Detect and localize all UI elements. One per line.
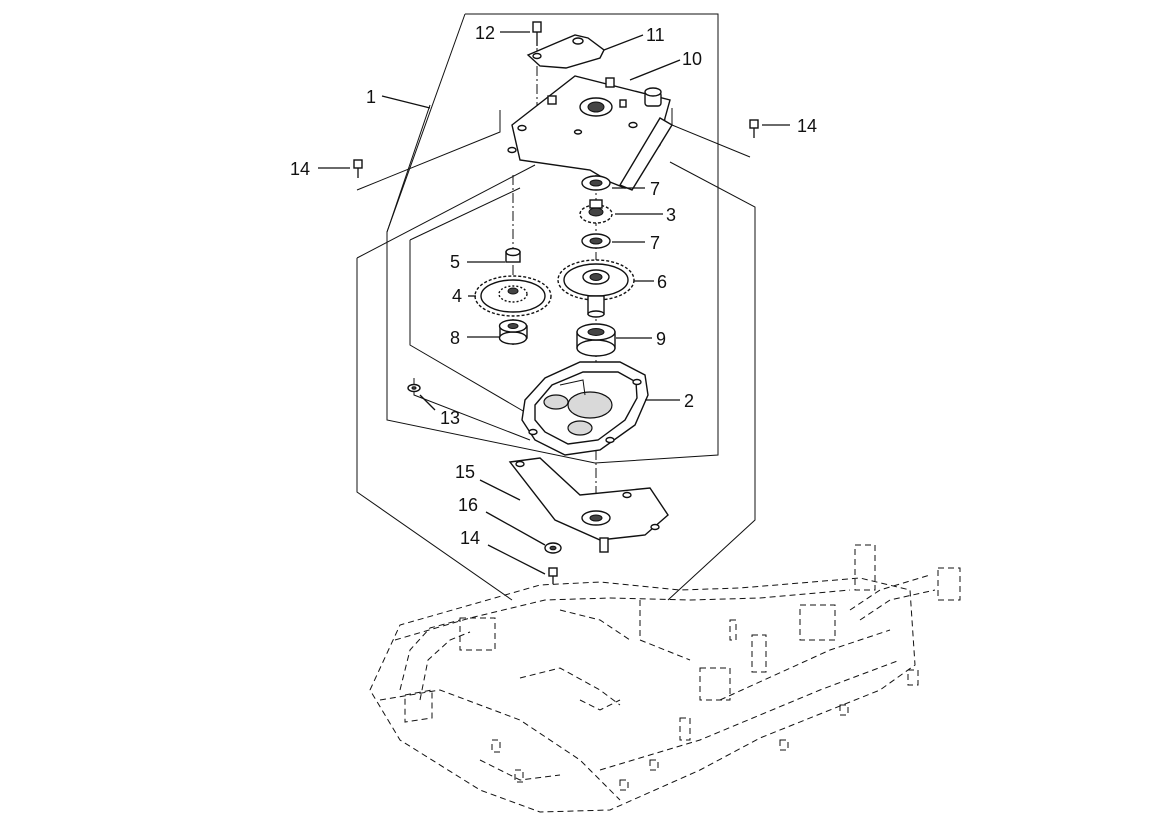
part-6-gear (557, 259, 635, 318)
part-4-gear (474, 275, 552, 317)
callout-10: 10 (682, 49, 702, 69)
callout-14-right: 14 (797, 116, 817, 136)
part-16-washer (544, 542, 562, 554)
part-3-small-sprocket (579, 199, 613, 224)
part-7-lower-washer (581, 233, 611, 249)
callout-7-lower: 7 (650, 233, 660, 253)
part-2-gear-housing (521, 361, 649, 456)
callout-3: 3 (666, 205, 676, 225)
callout-16: 16 (458, 495, 478, 515)
part-11-top-bracket (526, 34, 605, 69)
callout-9: 9 (656, 329, 666, 349)
callout-1: 1 (366, 87, 376, 107)
part-13-nut (407, 383, 421, 393)
callout-7-upper: 7 (650, 179, 660, 199)
part-12-bolt (532, 21, 542, 46)
part-5-bushing (505, 247, 521, 263)
callout-labels: 1 2 3 4 5 6 7 7 8 9 10 11 12 13 14 14 14… (290, 23, 817, 548)
callout-15: 15 (455, 462, 475, 482)
part-8-bearing (498, 319, 528, 345)
callout-13: 13 (440, 408, 460, 428)
callout-14-bottom: 14 (460, 528, 480, 548)
assembly-boundary-outline (386, 13, 719, 464)
callout-2: 2 (684, 391, 694, 411)
callout-4: 4 (452, 286, 462, 306)
part-10-cover-plate (507, 75, 673, 191)
callout-12: 12 (475, 23, 495, 43)
part-7-upper-washer (581, 175, 611, 191)
part-9-bearing (576, 323, 616, 357)
callout-8: 8 (450, 328, 460, 348)
callout-5: 5 (450, 252, 460, 272)
part-14-bolts (353, 119, 759, 584)
part-15-lower-bracket (508, 457, 669, 553)
assembly-guide-lines (356, 108, 756, 601)
callout-11: 11 (646, 25, 665, 45)
leader-lines (318, 31, 790, 575)
callout-14-left: 14 (290, 159, 310, 179)
callout-6: 6 (657, 272, 667, 292)
mower-frame-phantom (369, 544, 961, 813)
